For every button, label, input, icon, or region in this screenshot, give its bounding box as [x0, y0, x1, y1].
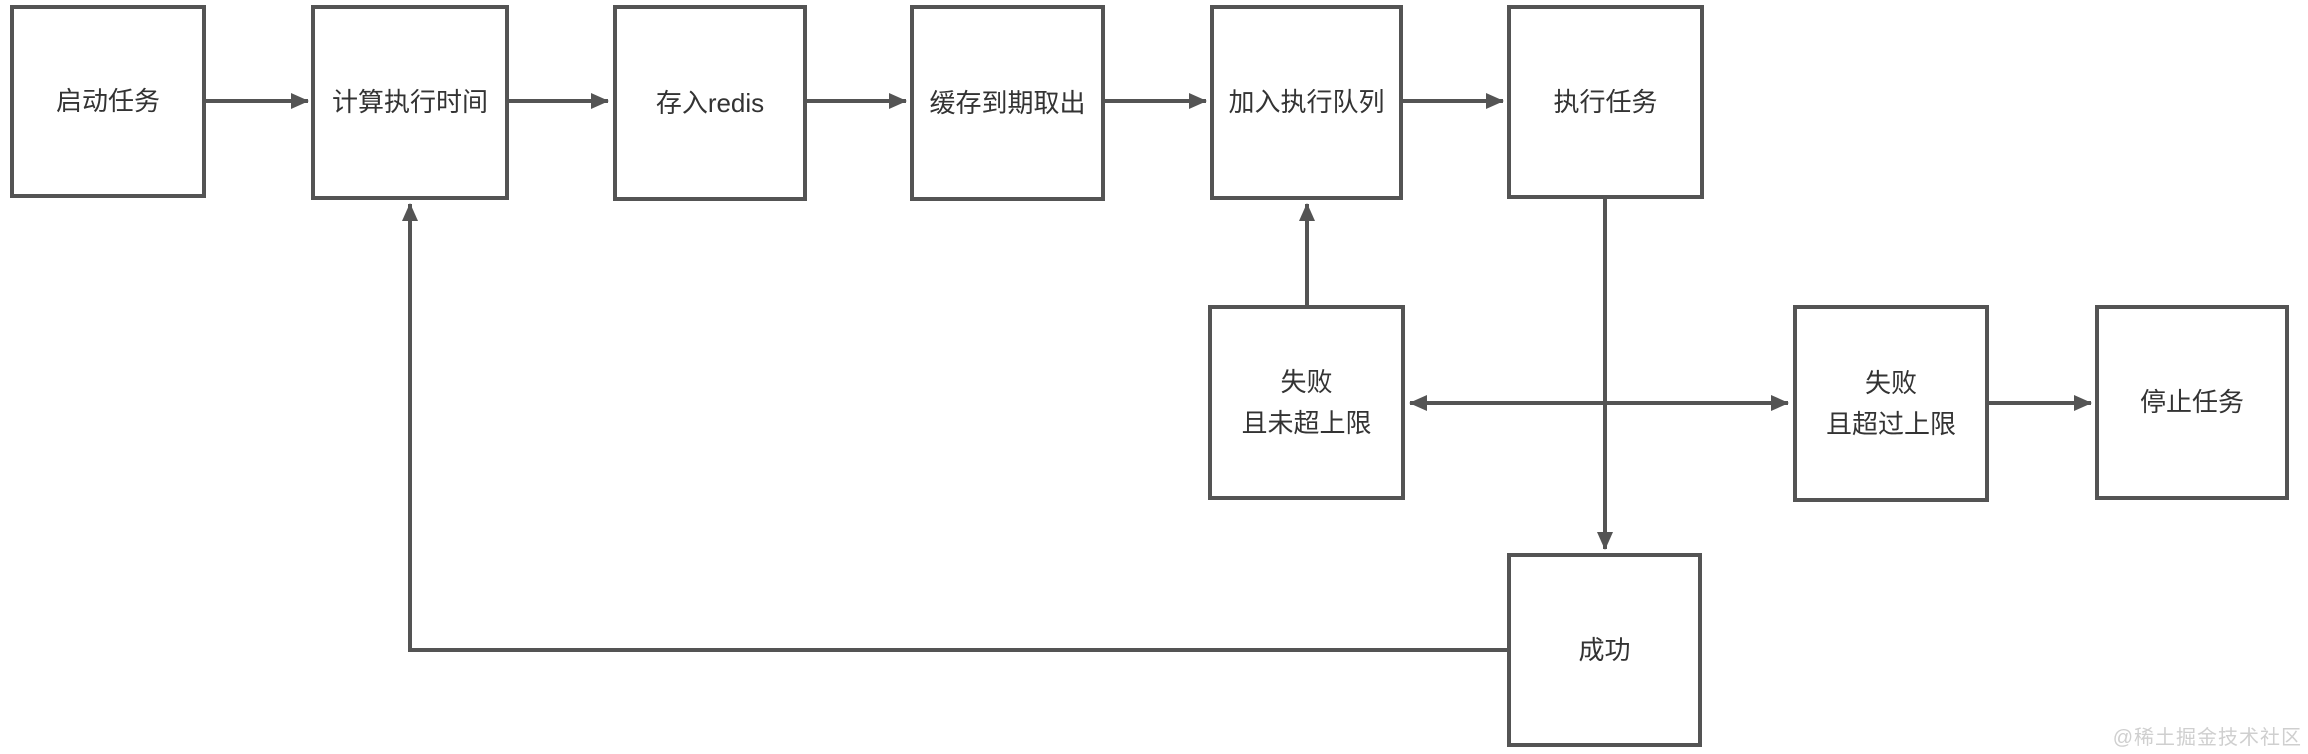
- node-label: 停止任务: [2139, 387, 2244, 418]
- node-label-line2: 且超过上限: [1825, 408, 1956, 439]
- node-label: 计算执行时间: [331, 87, 488, 118]
- node-label-line1: 失败: [1280, 367, 1333, 398]
- node-success: 成功: [1507, 553, 1702, 747]
- node-join-exec-queue: 加入执行队列: [1210, 5, 1403, 200]
- node-label: 启动任务: [55, 86, 160, 117]
- node-store-redis: 存入redis: [613, 5, 807, 201]
- node-label: 加入执行队列: [1228, 87, 1385, 118]
- node-label-line2: 且未超上限: [1241, 407, 1372, 438]
- node-execute-task: 执行任务: [1507, 5, 1704, 199]
- watermark-text: @稀土掘金技术社区: [2112, 727, 2302, 749]
- node-fail-under-limit: 失败 且未超上限: [1208, 305, 1405, 500]
- node-label: 成功: [1578, 634, 1631, 665]
- node-label: 缓存到期取出: [929, 87, 1086, 118]
- node-start-task: 启动任务: [10, 5, 206, 198]
- node-cache-expire-fetch: 缓存到期取出: [910, 5, 1105, 201]
- node-label: 执行任务: [1553, 86, 1658, 117]
- node-label-line1: 失败: [1864, 368, 1917, 399]
- node-fail-over-limit: 失败 且超过上限: [1793, 305, 1989, 502]
- node-stop-task: 停止任务: [2095, 305, 2289, 500]
- node-label: 存入redis: [655, 87, 765, 118]
- node-calc-exec-time: 计算执行时间: [311, 5, 509, 200]
